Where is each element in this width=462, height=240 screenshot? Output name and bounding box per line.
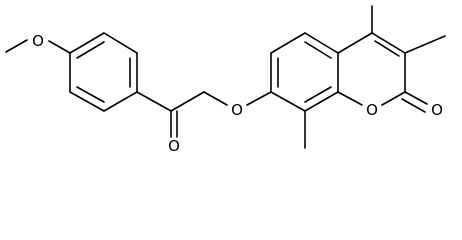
bond: [48, 40, 71, 54]
bond: [304, 32, 339, 54]
bond: [270, 91, 306, 112]
bond: [304, 86, 332, 103]
bond: [381, 91, 406, 106]
bond: [304, 41, 332, 59]
bond: [371, 32, 406, 54]
chemical-structure-diagram: O O O O O: [5, 5, 446, 155]
atom-label-ring-oxygen: O: [366, 101, 378, 119]
bond: [246, 91, 272, 106]
bond: [304, 91, 339, 112]
bond: [5, 39, 28, 53]
bond: [270, 32, 306, 54]
bond: [404, 35, 446, 54]
bond: [374, 40, 400, 57]
bond: [76, 41, 105, 59]
bond: [404, 91, 428, 105]
bond: [76, 86, 105, 103]
bond: [170, 91, 205, 112]
bond: [136, 91, 172, 112]
bond-lines: [5, 5, 446, 149]
bond: [69, 32, 105, 54]
bond: [103, 32, 138, 54]
bond: [337, 91, 363, 106]
atom-label-ether-oxygen: O: [231, 101, 243, 119]
bond: [69, 91, 105, 112]
atom-label-lactone-oxygen: O: [431, 101, 443, 119]
bond: [401, 98, 426, 113]
atom-labels: O O O O O: [32, 32, 443, 155]
bond: [103, 91, 138, 112]
bond: [337, 32, 373, 54]
atom-label-methoxy-oxygen: O: [32, 32, 44, 50]
atom-label-ketone-oxygen: O: [168, 137, 180, 155]
bond: [203, 91, 228, 106]
